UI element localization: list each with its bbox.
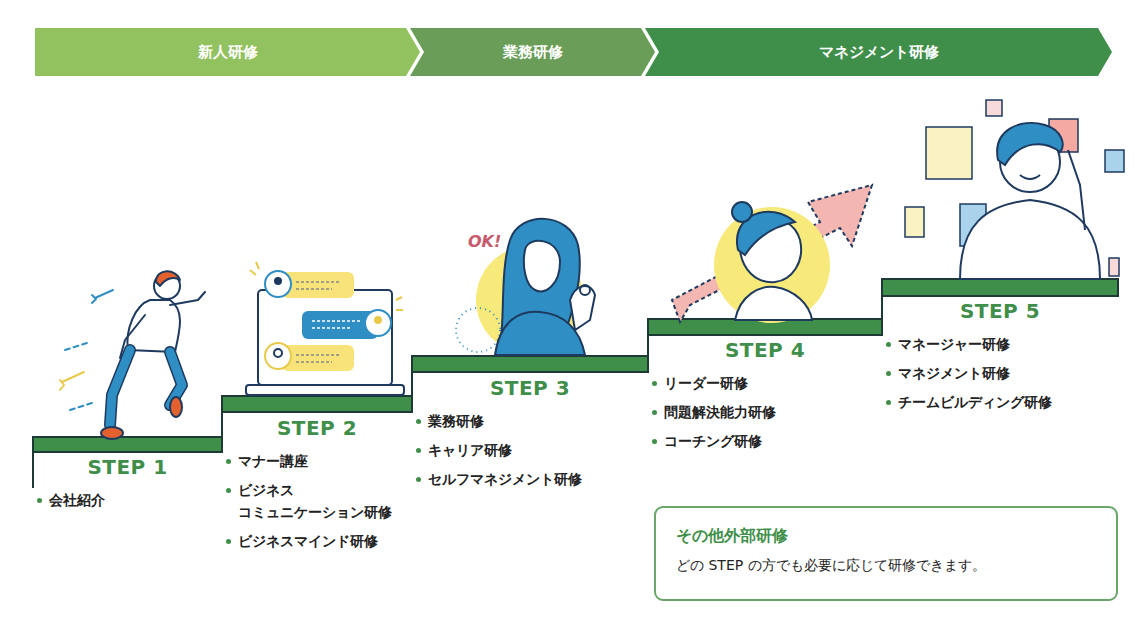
bullet-dot (226, 488, 231, 493)
ok-woman (456, 219, 595, 355)
bullet-dot (886, 371, 891, 376)
step-heading: STEP 1 (33, 455, 222, 479)
step-tread: STEP 5 マネージャー研修マネジメント研修チームビルディング研修 (882, 299, 1118, 420)
course-item: キャリア研修 (416, 439, 606, 461)
step-tread: STEP 1 会社紹介 (33, 455, 222, 518)
course-name: キャリア研修 (428, 442, 512, 458)
course-name: チームビルディング研修 (898, 394, 1052, 410)
note-body: どの STEP の方でも必要に応じて研修できます。 (676, 557, 1096, 575)
course-item: ビジネスマインド研修 (226, 530, 412, 552)
chevron-fill (645, 28, 1112, 76)
step-tread: STEP 2 マナー講座ビジネス コミュニケーション研修ビジネスマインド研修 (222, 416, 412, 559)
illustration-label: OK! (468, 232, 501, 251)
course-name: 業務研修 (428, 413, 484, 429)
course-item: チームビルディング研修 (886, 391, 1076, 413)
bullet-dot (416, 448, 421, 453)
bullet-dot (886, 342, 891, 347)
course-name: コーチング研修 (664, 433, 762, 449)
phase-band: 業務研修 (410, 28, 655, 76)
manager-figure (905, 100, 1124, 279)
step-tread: STEP 3 業務研修キャリア研修セルフマネジメント研修 (412, 376, 648, 497)
phase-name: 業務研修 (503, 43, 563, 62)
growth-woman (672, 185, 872, 323)
course-item: セルフマネジメント研修 (416, 468, 606, 490)
chevron-fill (410, 28, 655, 76)
course-name: 問題解決能力研修 (664, 404, 776, 420)
course-name: マナー講座 (238, 453, 308, 469)
phase-name: 新人研修 (198, 43, 258, 62)
staircase (33, 279, 1118, 488)
course-name: マネジメント研修 (898, 365, 1010, 381)
course-name: ビジネスマインド研修 (238, 533, 378, 549)
course-item: 会社紹介 (37, 489, 222, 511)
phase-name: マネジメント研修 (819, 43, 939, 62)
bullet-dot (226, 539, 231, 544)
step-tread: STEP 4 リーダー研修問題解決能力研修コーチング研修 (648, 338, 882, 459)
laptop-chat (246, 262, 404, 395)
bullet-dot (652, 381, 657, 386)
course-item: コーチング研修 (652, 430, 842, 452)
course-item: ビジネス コミュニケーション研修 (226, 479, 412, 523)
bullet-dot (226, 459, 231, 464)
course-item: マネージャー研修 (886, 333, 1076, 355)
course-item: リーダー研修 (652, 372, 842, 394)
course-name: ビジネス コミュニケーション研修 (238, 482, 392, 520)
bullet-dot (886, 400, 891, 405)
bullet-dot (416, 419, 421, 424)
course-item: 問題解決能力研修 (652, 401, 842, 423)
step-heading: STEP 5 (882, 299, 1118, 323)
bullet-dot (37, 498, 42, 503)
course-item: 業務研修 (416, 410, 606, 432)
chevron-fill (35, 28, 420, 76)
phase-band: マネジメント研修 (645, 28, 1112, 76)
note-heading: その他外部研修 (676, 526, 1096, 547)
step-heading: STEP 2 (222, 416, 412, 440)
step-heading: STEP 4 (648, 338, 882, 362)
course-name: マネージャー研修 (898, 336, 1010, 352)
course-name: 会社紹介 (49, 492, 105, 508)
course-name: リーダー研修 (664, 375, 748, 391)
bullet-dot (652, 410, 657, 415)
course-item: マネジメント研修 (886, 362, 1076, 384)
course-name: セルフマネジメント研修 (428, 471, 582, 487)
note-box: その他外部研修どの STEP の方でも必要に応じて研修できます。 (654, 506, 1118, 601)
phase-band: 新人研修 (35, 28, 420, 76)
course-item: マナー講座 (226, 450, 412, 472)
step-heading: STEP 3 (412, 376, 648, 400)
runner-figure (60, 271, 205, 439)
bullet-dot (416, 477, 421, 482)
bullet-dot (652, 439, 657, 444)
